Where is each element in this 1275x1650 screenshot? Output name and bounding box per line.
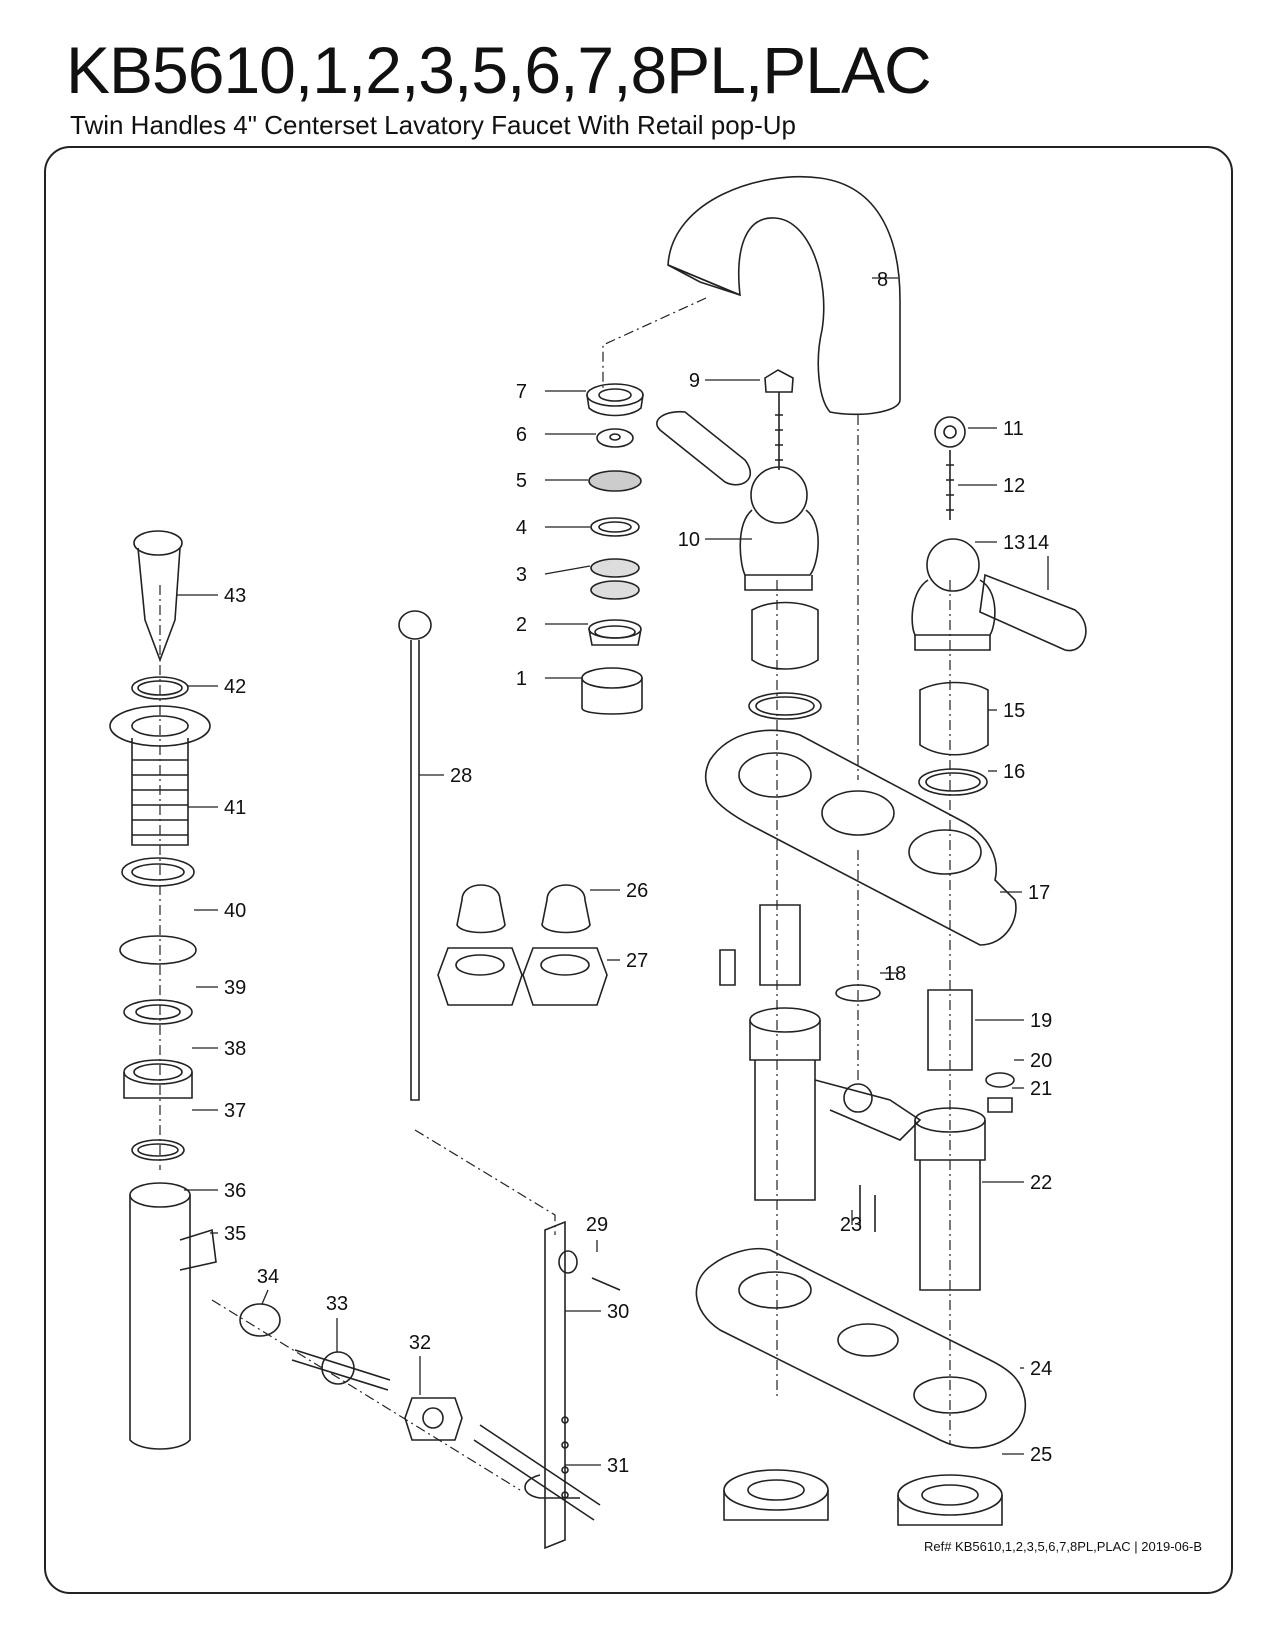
callout-18: 18	[884, 963, 906, 985]
callout-31: 31	[607, 1455, 629, 1477]
callout-leader-34	[261, 1289, 269, 1305]
callout-35: 35	[224, 1223, 246, 1245]
callout-26: 26	[626, 880, 648, 902]
callout-23: 23	[840, 1214, 862, 1236]
callout-25: 25	[1030, 1444, 1052, 1466]
callout-6: 6	[516, 424, 527, 446]
callout-19: 19	[1030, 1010, 1052, 1032]
callout-39: 39	[224, 977, 246, 999]
callout-7: 7	[516, 381, 527, 403]
callout-32: 32	[409, 1332, 431, 1354]
part-right-handle	[911, 416, 1087, 796]
diagram-frame	[44, 146, 1233, 1594]
callout-37: 37	[224, 1100, 246, 1122]
page-title: KB5610,1,2,3,5,6,7,8PL,PLAC	[66, 33, 932, 107]
part-valve-body	[719, 904, 1015, 1291]
reference-code: Ref# KB5610,1,2,3,5,6,7,8PL,PLAC | 2019-…	[923, 1539, 1202, 1554]
callout-11: 11	[1003, 418, 1024, 440]
callout-4: 4	[516, 517, 527, 539]
part-deck-plate	[695, 1247, 1026, 1526]
callout-29: 29	[586, 1214, 608, 1236]
callout-8: 8	[877, 269, 888, 291]
callout-9: 9	[689, 370, 700, 392]
page-subtitle: Twin Handles 4" Centerset Lavatory Fauce…	[70, 110, 797, 140]
part-supply-nuts	[437, 884, 608, 1006]
callout-14: 14	[1027, 532, 1049, 554]
callout-24: 24	[1030, 1358, 1052, 1380]
part-pivot-rod	[239, 1303, 601, 1521]
callout-27: 27	[626, 950, 648, 972]
callout-42: 42	[224, 676, 246, 698]
callout-2: 2	[516, 614, 527, 636]
callout-40: 40	[224, 900, 246, 922]
callout-15: 15	[1003, 700, 1025, 722]
callout-20: 20	[1030, 1050, 1052, 1072]
callout-34: 34	[257, 1266, 279, 1288]
part-popup-drain	[109, 530, 217, 1450]
part-left-handle	[656, 369, 822, 720]
part-spout	[667, 176, 901, 416]
callout-5: 5	[516, 470, 527, 492]
part-base-plate	[704, 729, 1017, 946]
part-lift-rod	[398, 610, 432, 1101]
callout-22: 22	[1030, 1172, 1052, 1194]
part-extension-strap	[524, 1220, 621, 1550]
part-aerator-stack	[581, 383, 644, 715]
callout-28: 28	[450, 765, 472, 787]
callout-33: 33	[326, 1293, 348, 1315]
callout-30: 30	[607, 1301, 629, 1323]
callout-leader-3	[544, 565, 591, 575]
callout-10: 10	[678, 529, 700, 551]
callout-36: 36	[224, 1180, 246, 1202]
callout-21: 21	[1030, 1078, 1052, 1100]
callout-17: 17	[1028, 882, 1050, 904]
callout-16: 16	[1003, 761, 1025, 783]
callout-12: 12	[1003, 475, 1025, 497]
callout-1: 1	[516, 668, 527, 690]
callout-3: 3	[516, 564, 527, 586]
callout-13: 13	[1003, 532, 1025, 554]
callout-41: 41	[224, 797, 246, 819]
callout-43: 43	[224, 585, 246, 607]
callout-38: 38	[224, 1038, 246, 1060]
